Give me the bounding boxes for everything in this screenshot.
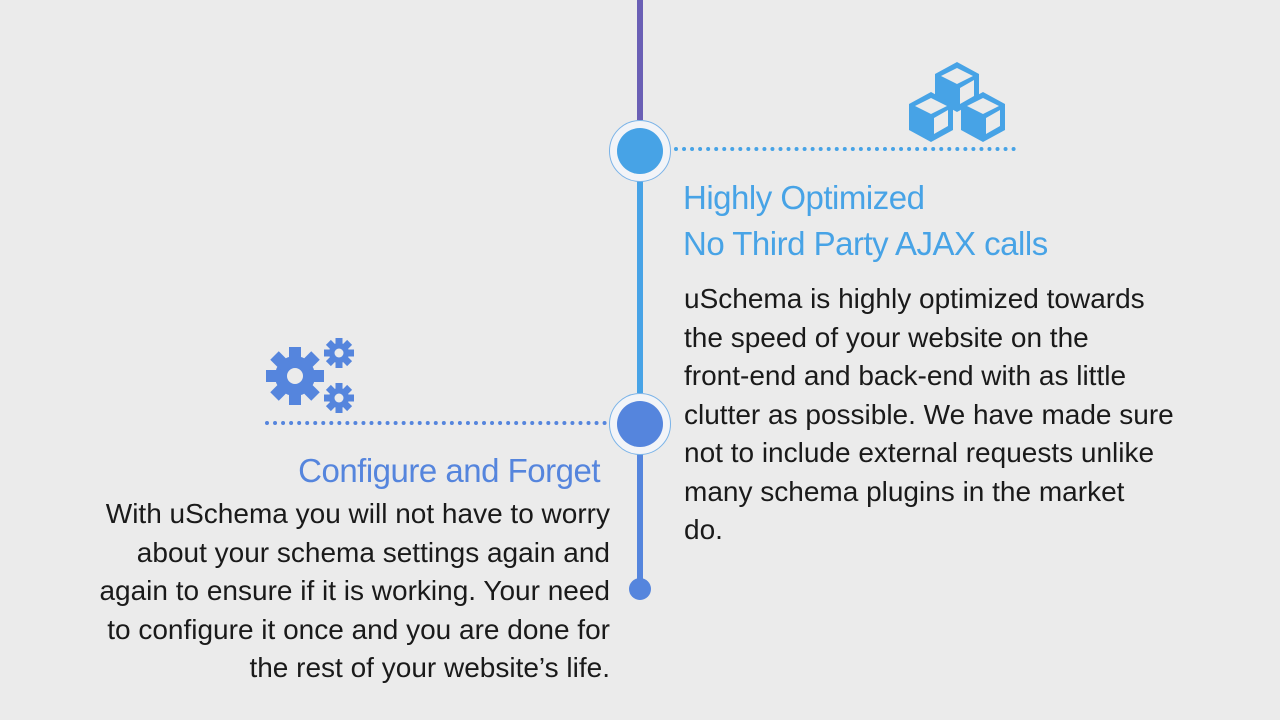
- description-line: the rest of your website’s life.: [249, 652, 610, 683]
- feature-title-configure-and-forget: Configure and Forget: [180, 448, 600, 494]
- description-line: With uSchema you will not have to worry: [105, 498, 610, 529]
- description-line: front-end and back-end with as little: [684, 360, 1127, 391]
- description-line: to configure it once and you are done fo…: [107, 613, 610, 645]
- title-line: Configure and Forget: [298, 452, 600, 489]
- cubes-icon: [909, 62, 1005, 142]
- feature-description-configure-and-forget: With uSchema you will not have to worry …: [30, 495, 610, 688]
- feature-description-highly-optimized: uSchema is highly optimized towards the …: [684, 280, 1244, 550]
- timeline-node-2: [609, 393, 671, 455]
- timeline-line-middle: [637, 178, 643, 393]
- description-line: not to include external requests unlike: [684, 437, 1155, 468]
- description-line: clutter as possible. We have made sure: [684, 398, 1174, 430]
- description-line: many schema plugins in the market: [684, 475, 1125, 507]
- timeline-node-1: [609, 120, 671, 182]
- description-line: do.: [684, 514, 723, 545]
- description-line: about your schema settings again and: [136, 536, 610, 568]
- description-line: uSchema is highly optimized towards: [684, 283, 1145, 314]
- timeline-end-dot: [629, 578, 651, 600]
- timeline-line-bottom: [637, 448, 643, 588]
- description-line: again to ensure if it is working. Your n…: [99, 575, 610, 606]
- timeline-line-top: [637, 0, 643, 120]
- title-line: No Third Party AJAX calls: [683, 225, 1048, 262]
- dotted-connector-2: [265, 421, 607, 425]
- gears-icon: [266, 338, 354, 413]
- description-line: the speed of your website on the: [684, 321, 1089, 353]
- feature-title-highly-optimized: Highly Optimized No Third Party AJAX cal…: [683, 175, 1048, 267]
- dotted-connector-1: [674, 147, 1016, 151]
- title-line: Highly Optimized: [683, 179, 925, 216]
